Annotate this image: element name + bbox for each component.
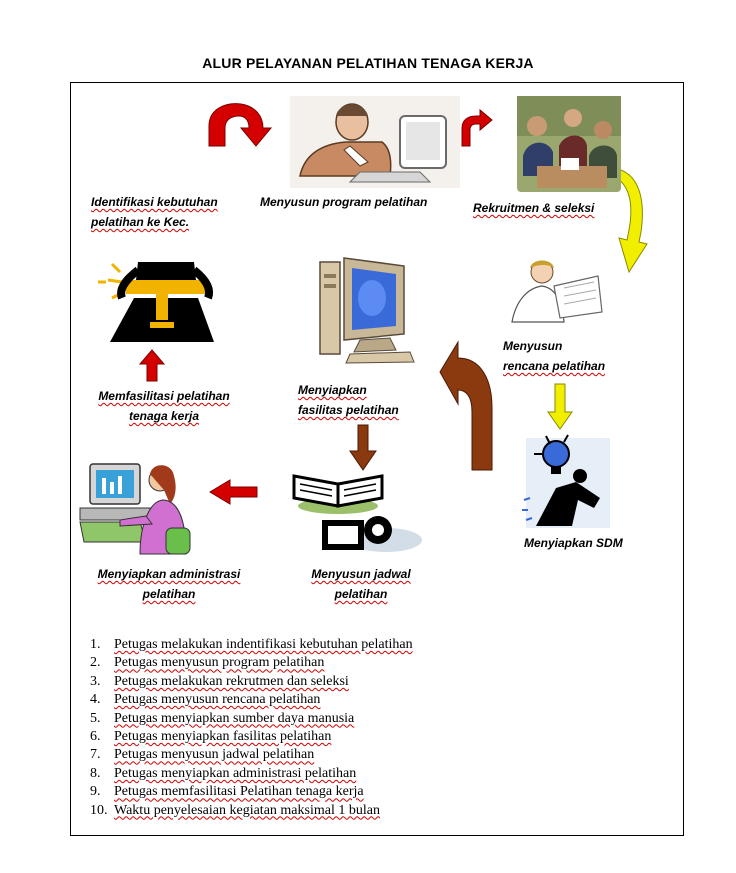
list-item: 2.Petugas menyusun program pelatihan <box>90 655 325 671</box>
steps-list: 1.Petugas melakukan indentifikasi kebutu… <box>90 636 413 820</box>
brown-curved-arrow-icon <box>439 340 493 471</box>
yellow-curved-arrow-icon <box>616 169 648 274</box>
book-schedule-clipart <box>292 474 422 552</box>
list-item: 9.Petugas memfasilitasi Pelatihan tenaga… <box>90 784 364 800</box>
woman-at-computer-clipart <box>79 463 191 555</box>
step-rekrutmen-label: Rekruitmen & seleksi <box>473 201 595 215</box>
red-left-arrow-icon <box>209 479 258 505</box>
man-at-computer-clipart <box>290 96 460 188</box>
list-item: 4.Petugas menyusun rencana pelatihan <box>90 692 321 708</box>
red-up-arrow-icon <box>138 349 166 382</box>
list-item: 3.Petugas melakukan rekrutmen dan seleks… <box>90 673 349 689</box>
lightbulb-man-clipart <box>522 434 610 528</box>
step-rencana-label: Menyusun rencana pelatihan <box>503 339 606 373</box>
list-item: 5.Petugas menyiapkan sumber daya manusia <box>90 710 355 726</box>
step-fasilitas-label: Menyiapkan fasilitas pelatihan <box>298 383 399 417</box>
step-identifikasi-label: Identifikasi kebutuhan pelatihan ke Kec. <box>91 195 218 229</box>
meeting-photo-clipart <box>517 96 621 192</box>
step-jadwal-label: Menyusun jadwal pelatihan <box>311 567 411 601</box>
list-item: 7.Petugas menyusun jadwal pelatihan <box>90 747 315 763</box>
red-curved-arrow-icon <box>208 103 273 147</box>
diagram-frame <box>70 82 684 836</box>
step-program-label: Menyusun program pelatihan <box>260 195 428 209</box>
computer-clipart <box>319 257 415 364</box>
list-item: 6.Petugas menyiapkan fasilitas pelatihan <box>90 729 332 745</box>
list-item: 10.Waktu penyelesaian kegiatan maksimal … <box>90 802 380 818</box>
list-item: 8.Petugas menyiapkan administrasi pelati… <box>90 765 357 781</box>
woman-with-papers-clipart <box>511 260 603 323</box>
red-small-arrow-icon <box>461 108 493 147</box>
yellow-down-arrow-icon <box>547 383 573 430</box>
list-item: 1.Petugas melakukan indentifikasi kebutu… <box>90 637 413 652</box>
step-administrasi-label: Menyiapkan administrasi pelatihan <box>97 567 241 601</box>
step-memfasilitasi-label: Memfasilitasi pelatihan tenaga kerja <box>98 389 230 423</box>
page-title: ALUR PELAYANAN PELATIHAN TENAGA KERJA <box>202 55 534 71</box>
step-sdm-label: Menyiapkan SDM <box>524 536 623 550</box>
meeting-silhouette-clipart <box>98 262 214 342</box>
brown-down-arrow-icon <box>349 424 377 471</box>
